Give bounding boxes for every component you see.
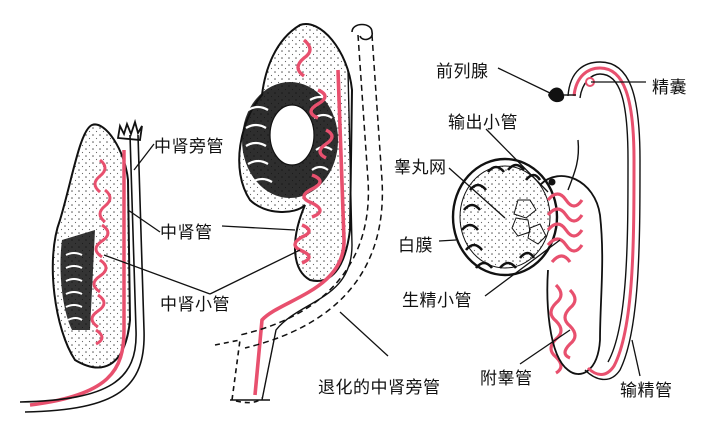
label-mesonephric-tubules: 中肾小管	[160, 295, 230, 315]
label-epididymal-duct: 附睾管	[480, 369, 533, 389]
label-mesonephric-duct: 中肾管	[160, 223, 213, 243]
label-paramesonephric-duct: 中肾旁管	[154, 137, 224, 157]
label-efferent-ductules: 输出小管	[448, 113, 518, 133]
label-tunica-albuginea: 白膜	[398, 236, 433, 256]
label-seminiferous-tubules: 生精小管	[402, 291, 472, 311]
label-seminal-vesicle: 精囊	[652, 78, 687, 98]
label-prostate: 前列腺	[436, 62, 489, 82]
label-degenerated-paramesonephric: 退化的中肾旁管	[318, 378, 441, 398]
stage2-developing-testis	[214, 23, 384, 404]
stage1-embryonic-gonad	[19, 118, 145, 413]
leader-lines	[103, 67, 646, 377]
label-rete-testis: 睾丸网	[394, 158, 447, 178]
stage3-adult-testis	[451, 61, 641, 381]
label-vas-deferens: 输精管	[620, 381, 673, 401]
